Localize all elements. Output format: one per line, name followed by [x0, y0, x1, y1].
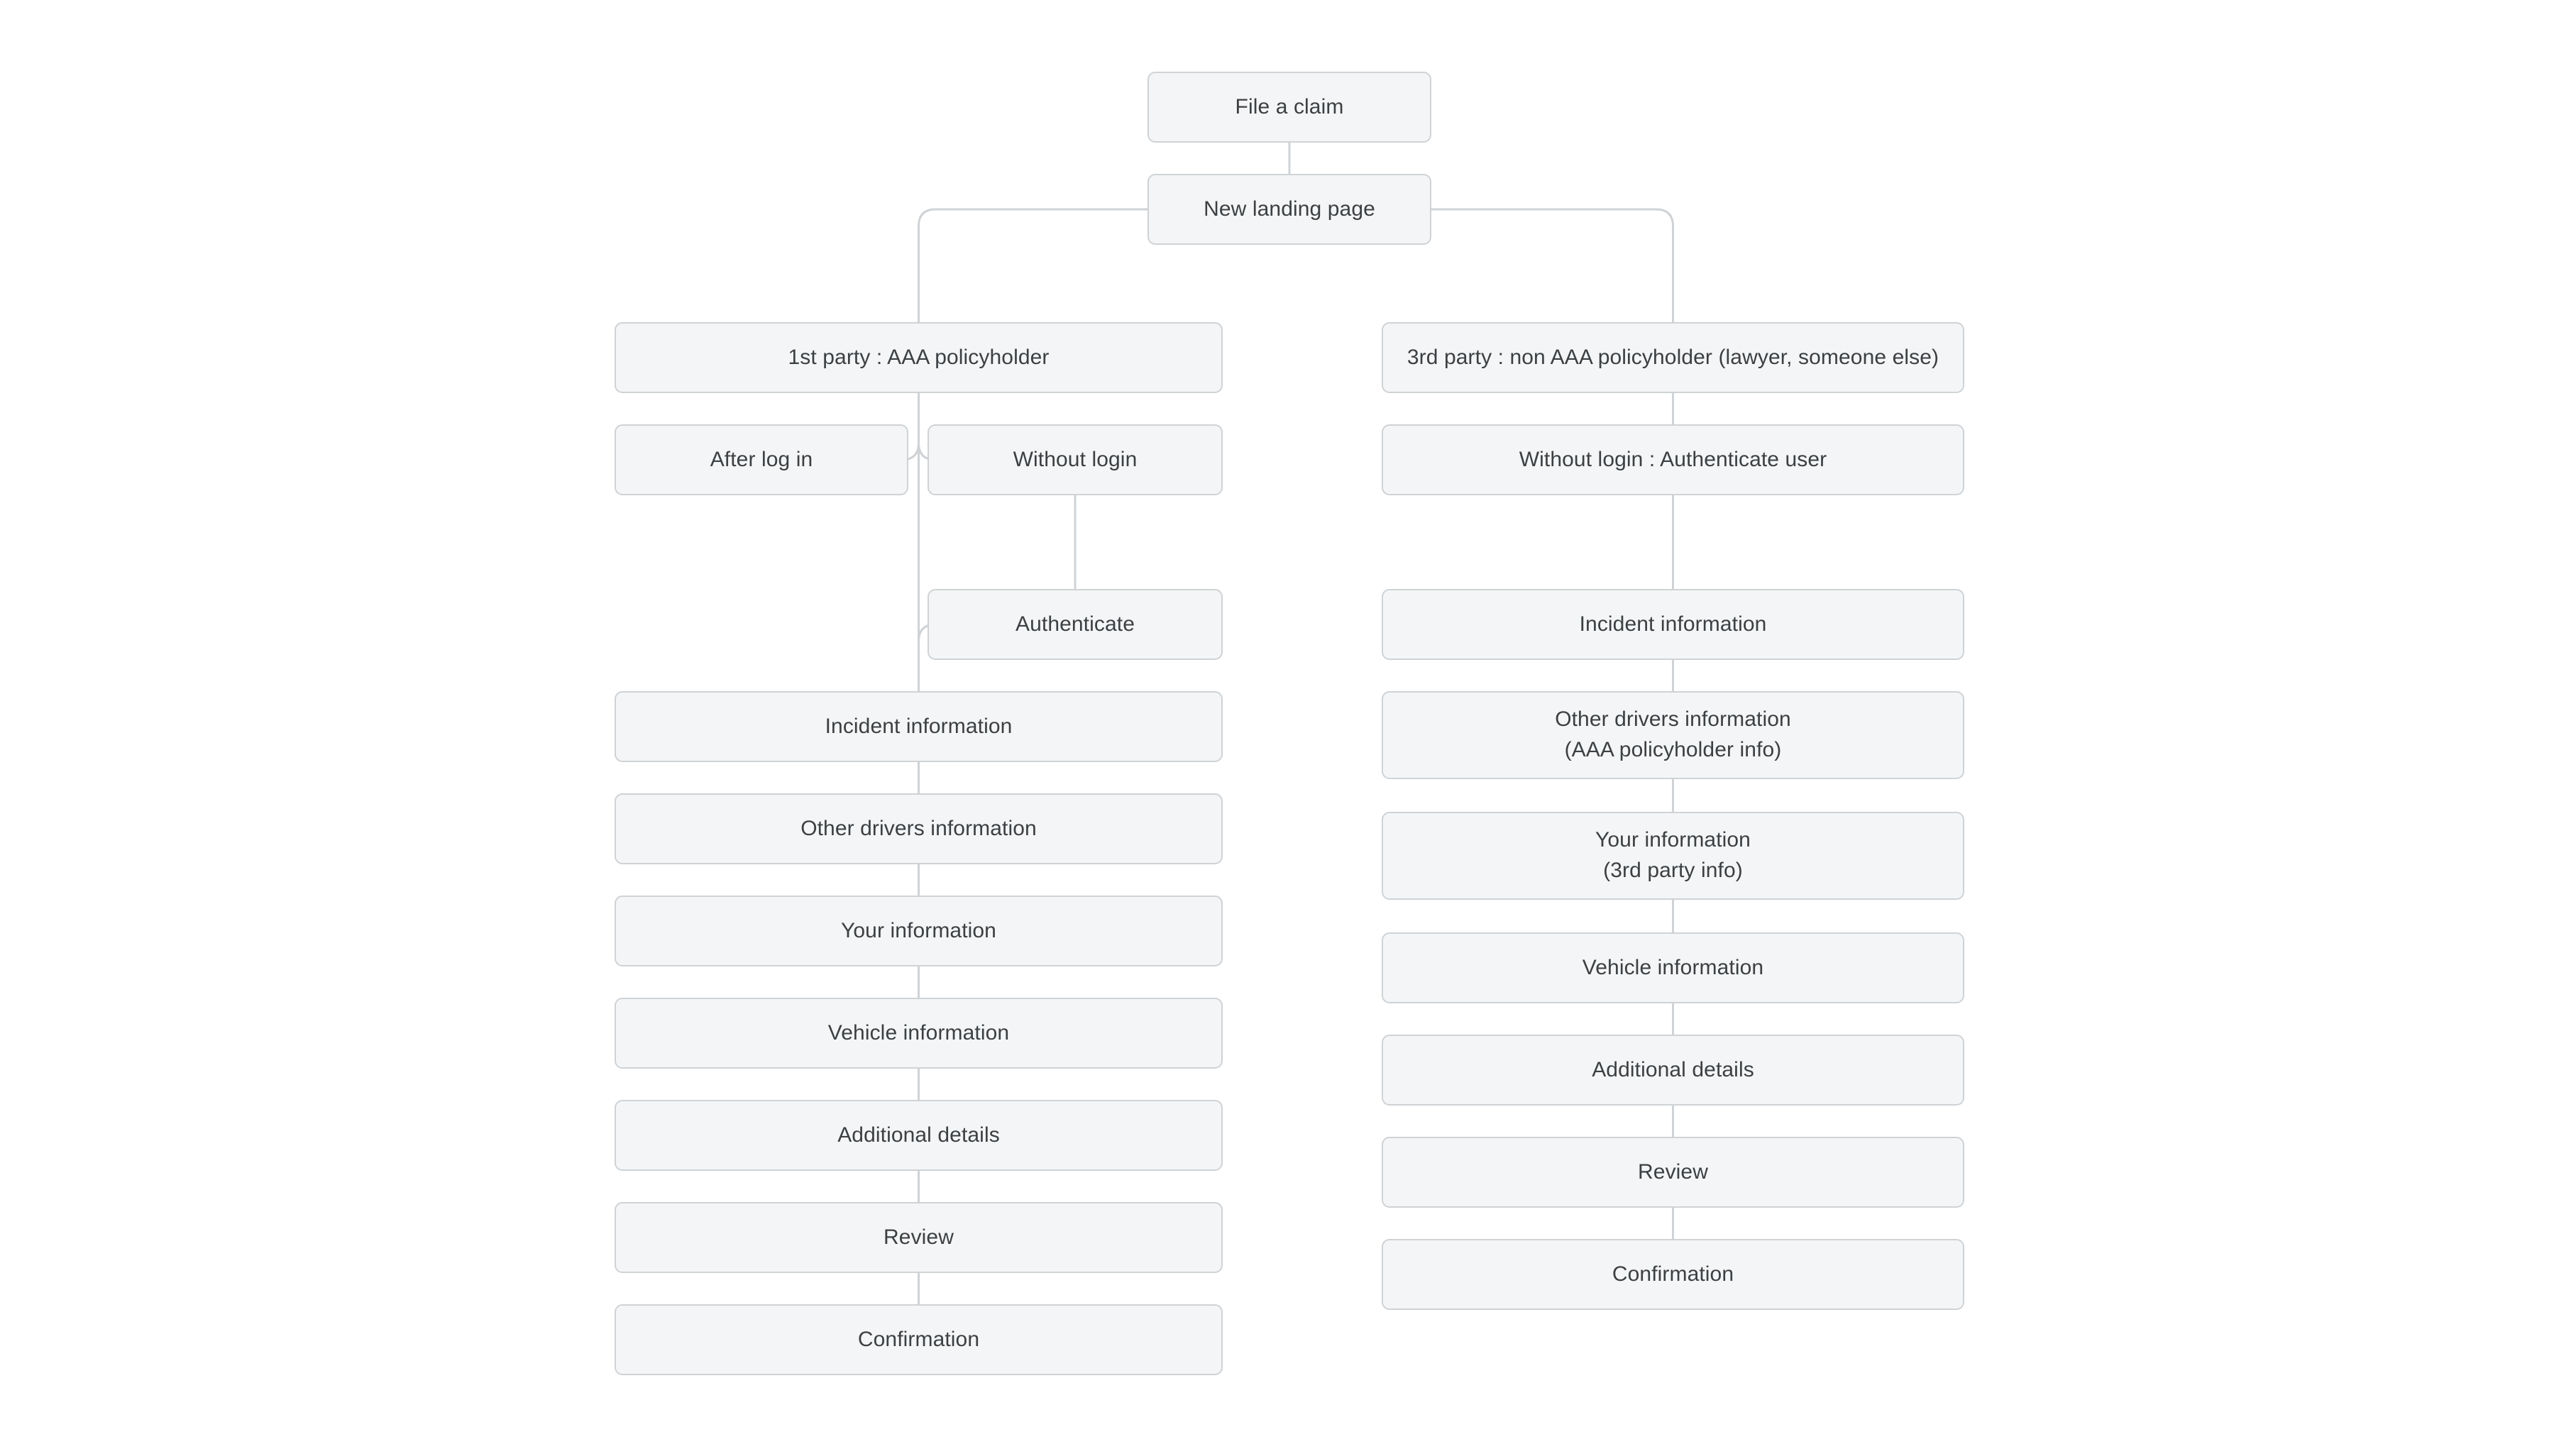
node-review-right[interactable]: Review: [1382, 1137, 1964, 1208]
node-review-left[interactable]: Review: [615, 1202, 1223, 1273]
node-without-login[interactable]: Without login: [928, 424, 1223, 495]
node-label: Vehicle information: [827, 1020, 1010, 1045]
node-label: After log in: [710, 447, 813, 471]
node-label: New landing page: [1204, 197, 1375, 221]
node-vehicle-info-left[interactable]: Vehicle information: [615, 998, 1223, 1069]
node-label: Additional details: [837, 1123, 1000, 1147]
node-new-landing-page[interactable]: New landing page: [1147, 174, 1431, 245]
node-label: Incident information: [825, 714, 1013, 738]
node-label: Vehicle information: [1582, 955, 1764, 979]
node-label: 3rd party : non AAA policyholder (lawyer…: [1407, 345, 1939, 369]
node-your-info-left[interactable]: Your information: [615, 896, 1223, 966]
node-label: Authenticate: [1015, 612, 1135, 636]
node-label: Review: [884, 1225, 954, 1249]
node-label: Incident information: [1579, 612, 1767, 636]
node-label: Without login : Authenticate user: [1519, 447, 1827, 471]
node-file-a-claim[interactable]: File a claim: [1147, 72, 1431, 143]
node-incident-info-left[interactable]: Incident information: [615, 691, 1223, 762]
node-other-drivers-right[interactable]: Other drivers information (AAA policyhold…: [1382, 691, 1964, 779]
node-label: Review: [1638, 1159, 1708, 1184]
node-additional-details-left[interactable]: Additional details: [615, 1100, 1223, 1171]
node-label: Confirmation: [857, 1327, 980, 1351]
node-label: Your information: [841, 918, 996, 942]
node-incident-info-right[interactable]: Incident information: [1382, 589, 1964, 660]
node-confirmation-left[interactable]: Confirmation: [615, 1304, 1223, 1375]
edge-new-landing-page-to-third-party: [1431, 208, 1674, 322]
node-without-login-auth[interactable]: Without login : Authenticate user: [1382, 424, 1964, 495]
node-additional-details-right[interactable]: Additional details: [1382, 1035, 1964, 1106]
node-authenticate[interactable]: Authenticate: [928, 589, 1223, 660]
node-other-drivers-left[interactable]: Other drivers information: [615, 793, 1223, 864]
node-label: Without login: [1013, 447, 1138, 471]
node-label: File a claim: [1235, 94, 1344, 119]
node-your-info-right[interactable]: Your information (3rd party info): [1382, 812, 1964, 900]
edge-new-landing-page-to-first-party: [918, 208, 1147, 322]
node-vehicle-info-right[interactable]: Vehicle information: [1382, 932, 1964, 1003]
node-confirmation-right[interactable]: Confirmation: [1382, 1239, 1964, 1310]
node-label: Additional details: [1592, 1057, 1754, 1081]
node-label: 1st party : AAA policyholder: [788, 345, 1050, 369]
node-after-log-in[interactable]: After log in: [615, 424, 908, 495]
node-third-party[interactable]: 3rd party : non AAA policyholder (lawyer…: [1382, 322, 1964, 393]
node-label-secondary: (AAA policyholder info): [1564, 738, 1782, 761]
node-label-secondary: (3rd party info): [1603, 859, 1743, 882]
node-label: Confirmation: [1612, 1262, 1734, 1286]
node-first-party[interactable]: 1st party : AAA policyholder: [615, 322, 1223, 393]
node-label: Other drivers information: [800, 816, 1037, 840]
node-label: Your information: [1595, 828, 1751, 852]
node-label: Other drivers information: [1555, 707, 1791, 732]
